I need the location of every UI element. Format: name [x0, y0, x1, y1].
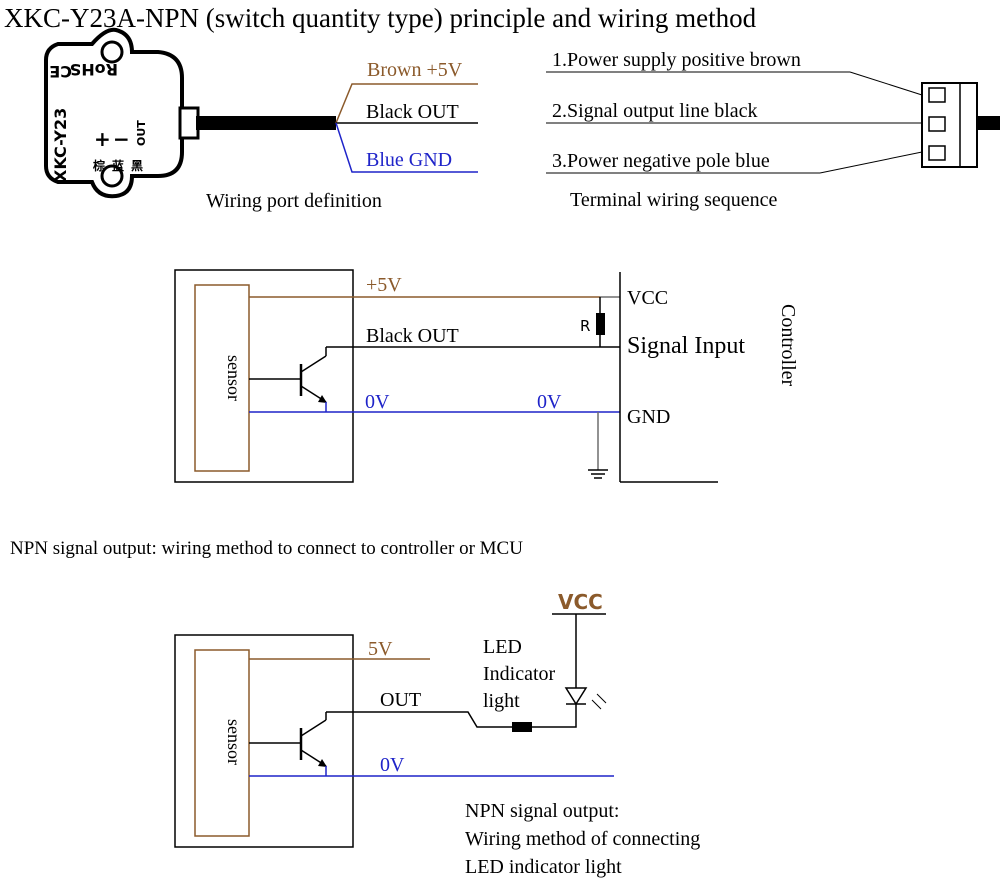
terminal-line-2-label: 2.Signal output line black [552, 100, 758, 122]
sensor-cable [196, 116, 336, 130]
pin-out-label: OUT [135, 120, 148, 146]
ce-mark: CE [49, 62, 72, 81]
connector-pin-2 [928, 116, 946, 132]
led-wiring-diagram: sensor [174, 613, 614, 848]
led-indicator-label-line2: Indicator [483, 663, 556, 685]
led-diagram-caption-line1: NPN signal output: [465, 800, 619, 822]
sensor-outline [44, 27, 184, 199]
connector-pin-3 [928, 145, 946, 161]
led-resistor-to-diode [532, 713, 577, 728]
connector-pin-1 [928, 87, 946, 103]
led-out-line [326, 711, 512, 728]
led-diagram-caption-line2: Wiring method of connecting [465, 828, 700, 850]
black-wire-label: Black OUT [366, 101, 459, 123]
transistor-emitter-arrow [318, 395, 327, 403]
resistor-label: R [580, 317, 590, 335]
transistor-collector [300, 355, 327, 373]
led-out-label: OUT [380, 689, 421, 711]
brown-wire-label: Brown +5V [367, 59, 463, 81]
terminal-line-1-lead [849, 71, 923, 96]
led-transistor-emitter-arrow [318, 759, 327, 767]
led-diode-symbol [564, 687, 588, 706]
signal-out-label: Black OUT [366, 325, 459, 347]
chinese-label-blue: 蓝 [112, 158, 124, 173]
mount-hole-top [100, 40, 124, 64]
connector-cable [977, 116, 1000, 130]
sensor-model-label: XKC-Y23 [51, 108, 70, 182]
led-vcc-label: VCC [558, 590, 603, 614]
pin-plus-label: + [94, 127, 111, 151]
ground-0v-label-right: 0V [537, 391, 562, 413]
led-sensor-box-outer [174, 634, 354, 848]
ground-0v-label-left: 0V [365, 391, 390, 413]
led-supply-5v-label: 5V [368, 638, 393, 660]
cable-gland [178, 106, 200, 140]
sensor-box-outer [174, 269, 354, 483]
led-diagram-caption-line3: LED indicator light [465, 856, 622, 878]
signal-input-label: Signal Input [627, 333, 745, 359]
vcc-label: VCC [627, 287, 668, 309]
wiring-port-caption: Wiring port definition [206, 190, 382, 212]
chinese-label-black: 黑 [131, 159, 143, 173]
blue-wire [335, 122, 478, 173]
blue-wire-label: Blue GND [366, 149, 452, 171]
pullup-resistor [596, 313, 605, 335]
rohs-mark: RoHS [70, 60, 118, 79]
sensor-body-illustration: XKC-Y23 RoHS CE + − OUT 棕 蓝 黑 [44, 27, 336, 199]
led-emission-arrow-2 [596, 693, 607, 704]
sensor-label: sensor [224, 355, 244, 401]
led-transistor-collector [300, 719, 327, 737]
led-emission-arrow-1 [591, 699, 602, 710]
led-ground-0v-label: 0V [380, 754, 405, 776]
controller-label: Controller [777, 304, 799, 387]
sensor-box-inner [194, 284, 250, 472]
led-series-resistor [512, 722, 532, 732]
brown-wire [335, 83, 478, 124]
controller-wiring-diagram: sensor [174, 269, 718, 483]
chinese-label-brown: 棕 [92, 158, 105, 173]
page-title: XKC-Y23A-NPN (switch quantity type) prin… [4, 3, 757, 33]
terminal-line-1-label: 1.Power supply positive brown [552, 49, 801, 71]
mount-hole-bottom [100, 164, 124, 188]
led-indicator-label-line3: light [483, 690, 520, 712]
led-indicator-label-line1: LED [483, 636, 522, 658]
led-sensor-label: sensor [224, 719, 244, 765]
cable-wires [335, 83, 478, 173]
terminal-line-3-lead [819, 151, 923, 174]
controller-diagram-caption: NPN signal output: wiring method to conn… [10, 538, 523, 559]
terminal-connector [546, 71, 1000, 174]
gnd-label: GND [627, 406, 670, 428]
pin-minus-label: − [113, 127, 130, 151]
supply-5v-label: +5V [366, 274, 402, 296]
terminal-caption: Terminal wiring sequence [570, 189, 778, 211]
terminal-line-3-label: 3.Power negative pole blue [552, 150, 770, 172]
